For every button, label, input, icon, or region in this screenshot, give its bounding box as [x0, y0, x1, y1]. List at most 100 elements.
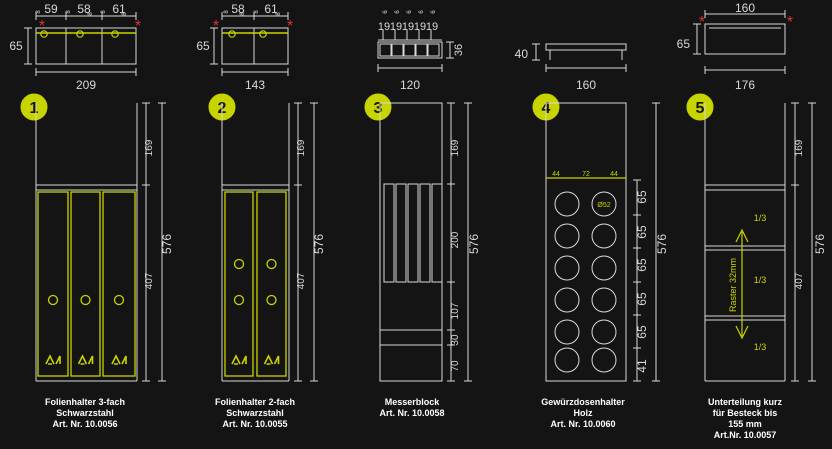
fold-symbol-path [77, 354, 94, 365]
spice-hole [591, 191, 617, 217]
label-folienhalter-3fach: Folienhalter 3-fach Schwarzstahl Art. Nr… [10, 397, 160, 430]
front-dim-segment: 65 [635, 190, 649, 204]
top-segment-width: 58 [231, 2, 245, 16]
top-view-height: 36 [453, 44, 465, 56]
top-segment-width: 19 [426, 21, 438, 33]
fold-symbol-path [231, 354, 247, 365]
top-view-knob [111, 30, 119, 38]
small-dim-label: 8 [36, 10, 42, 14]
spice-hole [591, 255, 617, 281]
red-marker: * [213, 18, 219, 35]
small-dim-label: 8 [101, 10, 107, 14]
small-dim-label: 6 [395, 10, 401, 14]
badge-number: 1 [30, 100, 39, 117]
label-messerblock: Messerblock Art. Nr. 10.0058 [337, 397, 487, 419]
label-line: Holz [573, 408, 593, 418]
front-dim-total: 576 [813, 234, 827, 254]
spice-hole [591, 347, 617, 373]
spice-hole [554, 191, 580, 217]
top-view-knob [76, 30, 84, 38]
label-folienhalter-2fach: Folienhalter 2-fach Schwarzstahl Art. Nr… [180, 397, 330, 430]
front-dim-lower: 407 [144, 272, 155, 289]
label-line: Art.Nr. 10.0057 [713, 430, 777, 440]
red-marker: * [39, 18, 45, 35]
top-view-outline [704, 23, 786, 55]
red-marker: * [135, 18, 141, 35]
small-dim-label: 6 [431, 10, 437, 14]
front-dim-upper: 169 [794, 139, 805, 156]
knife-slot [407, 183, 419, 283]
top-view-outline [35, 27, 137, 65]
top-segment-width: 19 [390, 21, 402, 33]
fold-symbol-icon [263, 354, 280, 365]
front-outline [379, 102, 443, 382]
small-dim-label: 8 [254, 10, 260, 14]
front-top-dim: 44 [552, 171, 560, 178]
spice-hole [554, 319, 580, 345]
top-view-height: 65 [9, 39, 23, 53]
top-segment-width: 59 [44, 2, 58, 16]
small-dim-label: 6 [419, 10, 425, 14]
label-line: Art. Nr. 10.0060 [550, 419, 616, 429]
knife-slot [419, 183, 431, 283]
small-dim-label: 8 [224, 10, 230, 14]
top-view-knob [40, 30, 48, 38]
small-dim-label: 8 [122, 12, 128, 16]
raster-arrow-up-icon [735, 228, 749, 243]
knife-slot [427, 43, 440, 57]
slot-knob [233, 294, 245, 306]
badge-number: 5 [696, 100, 705, 117]
small-dim-label: 8 [276, 12, 282, 16]
film-slot [37, 191, 69, 377]
knife-slot [395, 183, 407, 283]
slot-knob [80, 294, 91, 306]
fold-symbol-icon [231, 354, 247, 365]
label-line: Folienhalter 3-fach [44, 397, 125, 407]
number-badge [20, 93, 48, 121]
spice-hole [591, 319, 617, 345]
top-view-width: 143 [245, 78, 265, 92]
front-dim-segment: 169 [450, 139, 461, 156]
slot-knob [113, 294, 125, 306]
film-slot [102, 191, 136, 377]
label-line: Art. Nr. 10.0056 [52, 419, 118, 429]
front-dim-segment: 41 [635, 359, 649, 373]
spice-hole [554, 347, 580, 373]
front-dim-segment: 65 [635, 325, 649, 339]
top-view-height: 40 [515, 47, 529, 61]
front-dim-segment: 107 [450, 302, 461, 319]
spice-hole [591, 287, 617, 313]
front-dim-segment: 30 [450, 334, 461, 346]
raster-label: Raster 32mm [728, 258, 738, 312]
top-view-width: 160 [576, 78, 596, 92]
label-line: Folienhalter 2-fach [214, 397, 295, 407]
fold-symbol-path [111, 354, 127, 365]
front-dim-segment: 65 [635, 292, 649, 306]
top-view-width-upper: 160 [735, 1, 755, 15]
film-slot [256, 191, 287, 377]
top-segment-width: 58 [77, 2, 91, 16]
front-dim-segment: 70 [450, 360, 461, 372]
front-dim-total: 576 [655, 234, 669, 254]
label-unterteilung-kurz: Unterteilung kurz für Besteck bis 155 mm… [670, 397, 820, 441]
badge-number: 3 [374, 100, 383, 117]
front-dim-lower: 407 [794, 272, 805, 289]
knife-slot [403, 43, 416, 57]
front-dim-segment: 200 [450, 231, 461, 248]
label-gewuerzdosenhalter: Gewürzdosenhalter Holz Art. Nr. 10.0060 [508, 397, 658, 430]
fraction-label: 1/3 [754, 213, 767, 223]
spice-hole [554, 255, 580, 281]
front-top-dim: 72 [582, 171, 590, 178]
small-dim-label: 8 [88, 12, 94, 16]
top-segment-width: 61 [112, 2, 126, 16]
fold-symbol-icon [45, 354, 61, 365]
front-dim-upper: 169 [296, 139, 307, 156]
front-dim-upper: 169 [144, 139, 155, 156]
red-marker: * [699, 14, 705, 31]
small-dim-label: 6 [383, 10, 389, 14]
top-view-knob [259, 30, 267, 38]
film-slot [70, 191, 101, 377]
top-view-outline [377, 41, 443, 59]
top-segment-width: 61 [264, 2, 278, 16]
